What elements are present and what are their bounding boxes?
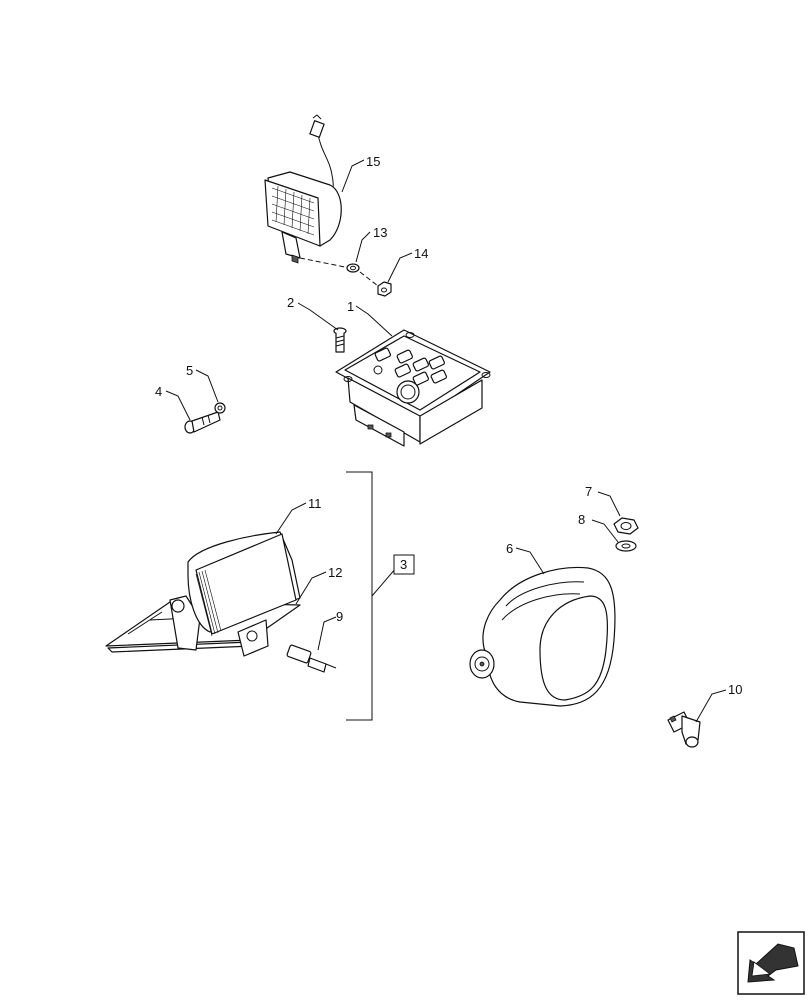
- callout-2: 2: [287, 295, 294, 310]
- flood-lamp-11: [105, 531, 301, 657]
- callout-12: 12: [328, 565, 342, 580]
- callout-14: 14: [414, 246, 428, 261]
- switch-10: [667, 711, 701, 748]
- washer-8: [615, 540, 637, 552]
- callout-3-box: [393, 554, 415, 575]
- callout-10: 10: [728, 682, 742, 697]
- connector-9: [286, 644, 337, 673]
- callout-3: 3: [400, 557, 407, 572]
- washer-5: [214, 402, 226, 414]
- callout-9: 9: [336, 609, 343, 624]
- next-page-arrow-icon[interactable]: [737, 931, 805, 995]
- lamp-6: [469, 566, 616, 707]
- callout-4: 4: [155, 384, 162, 399]
- leader-lines: [165, 159, 727, 723]
- flood-lamp-fins: [195, 569, 222, 637]
- work-lamp-15: [264, 114, 351, 269]
- callout-13: 13: [373, 225, 387, 240]
- lamp-lens-grid: [271, 185, 315, 236]
- bolt-2: [333, 327, 347, 353]
- callout-7: 7: [585, 484, 592, 499]
- switch-panel-1: [335, 329, 491, 447]
- callout-1: 1: [347, 299, 354, 314]
- bolt-4: [184, 411, 221, 434]
- nut-14: [377, 281, 392, 297]
- washer-13: [346, 263, 360, 273]
- callout-6: 6: [506, 541, 513, 556]
- callout-8: 8: [578, 512, 585, 527]
- group-bracket: [346, 471, 373, 721]
- callout-5: 5: [186, 363, 193, 378]
- callout-15: 15: [366, 154, 380, 169]
- callout-11: 11: [308, 496, 322, 511]
- nut-7: [613, 517, 639, 535]
